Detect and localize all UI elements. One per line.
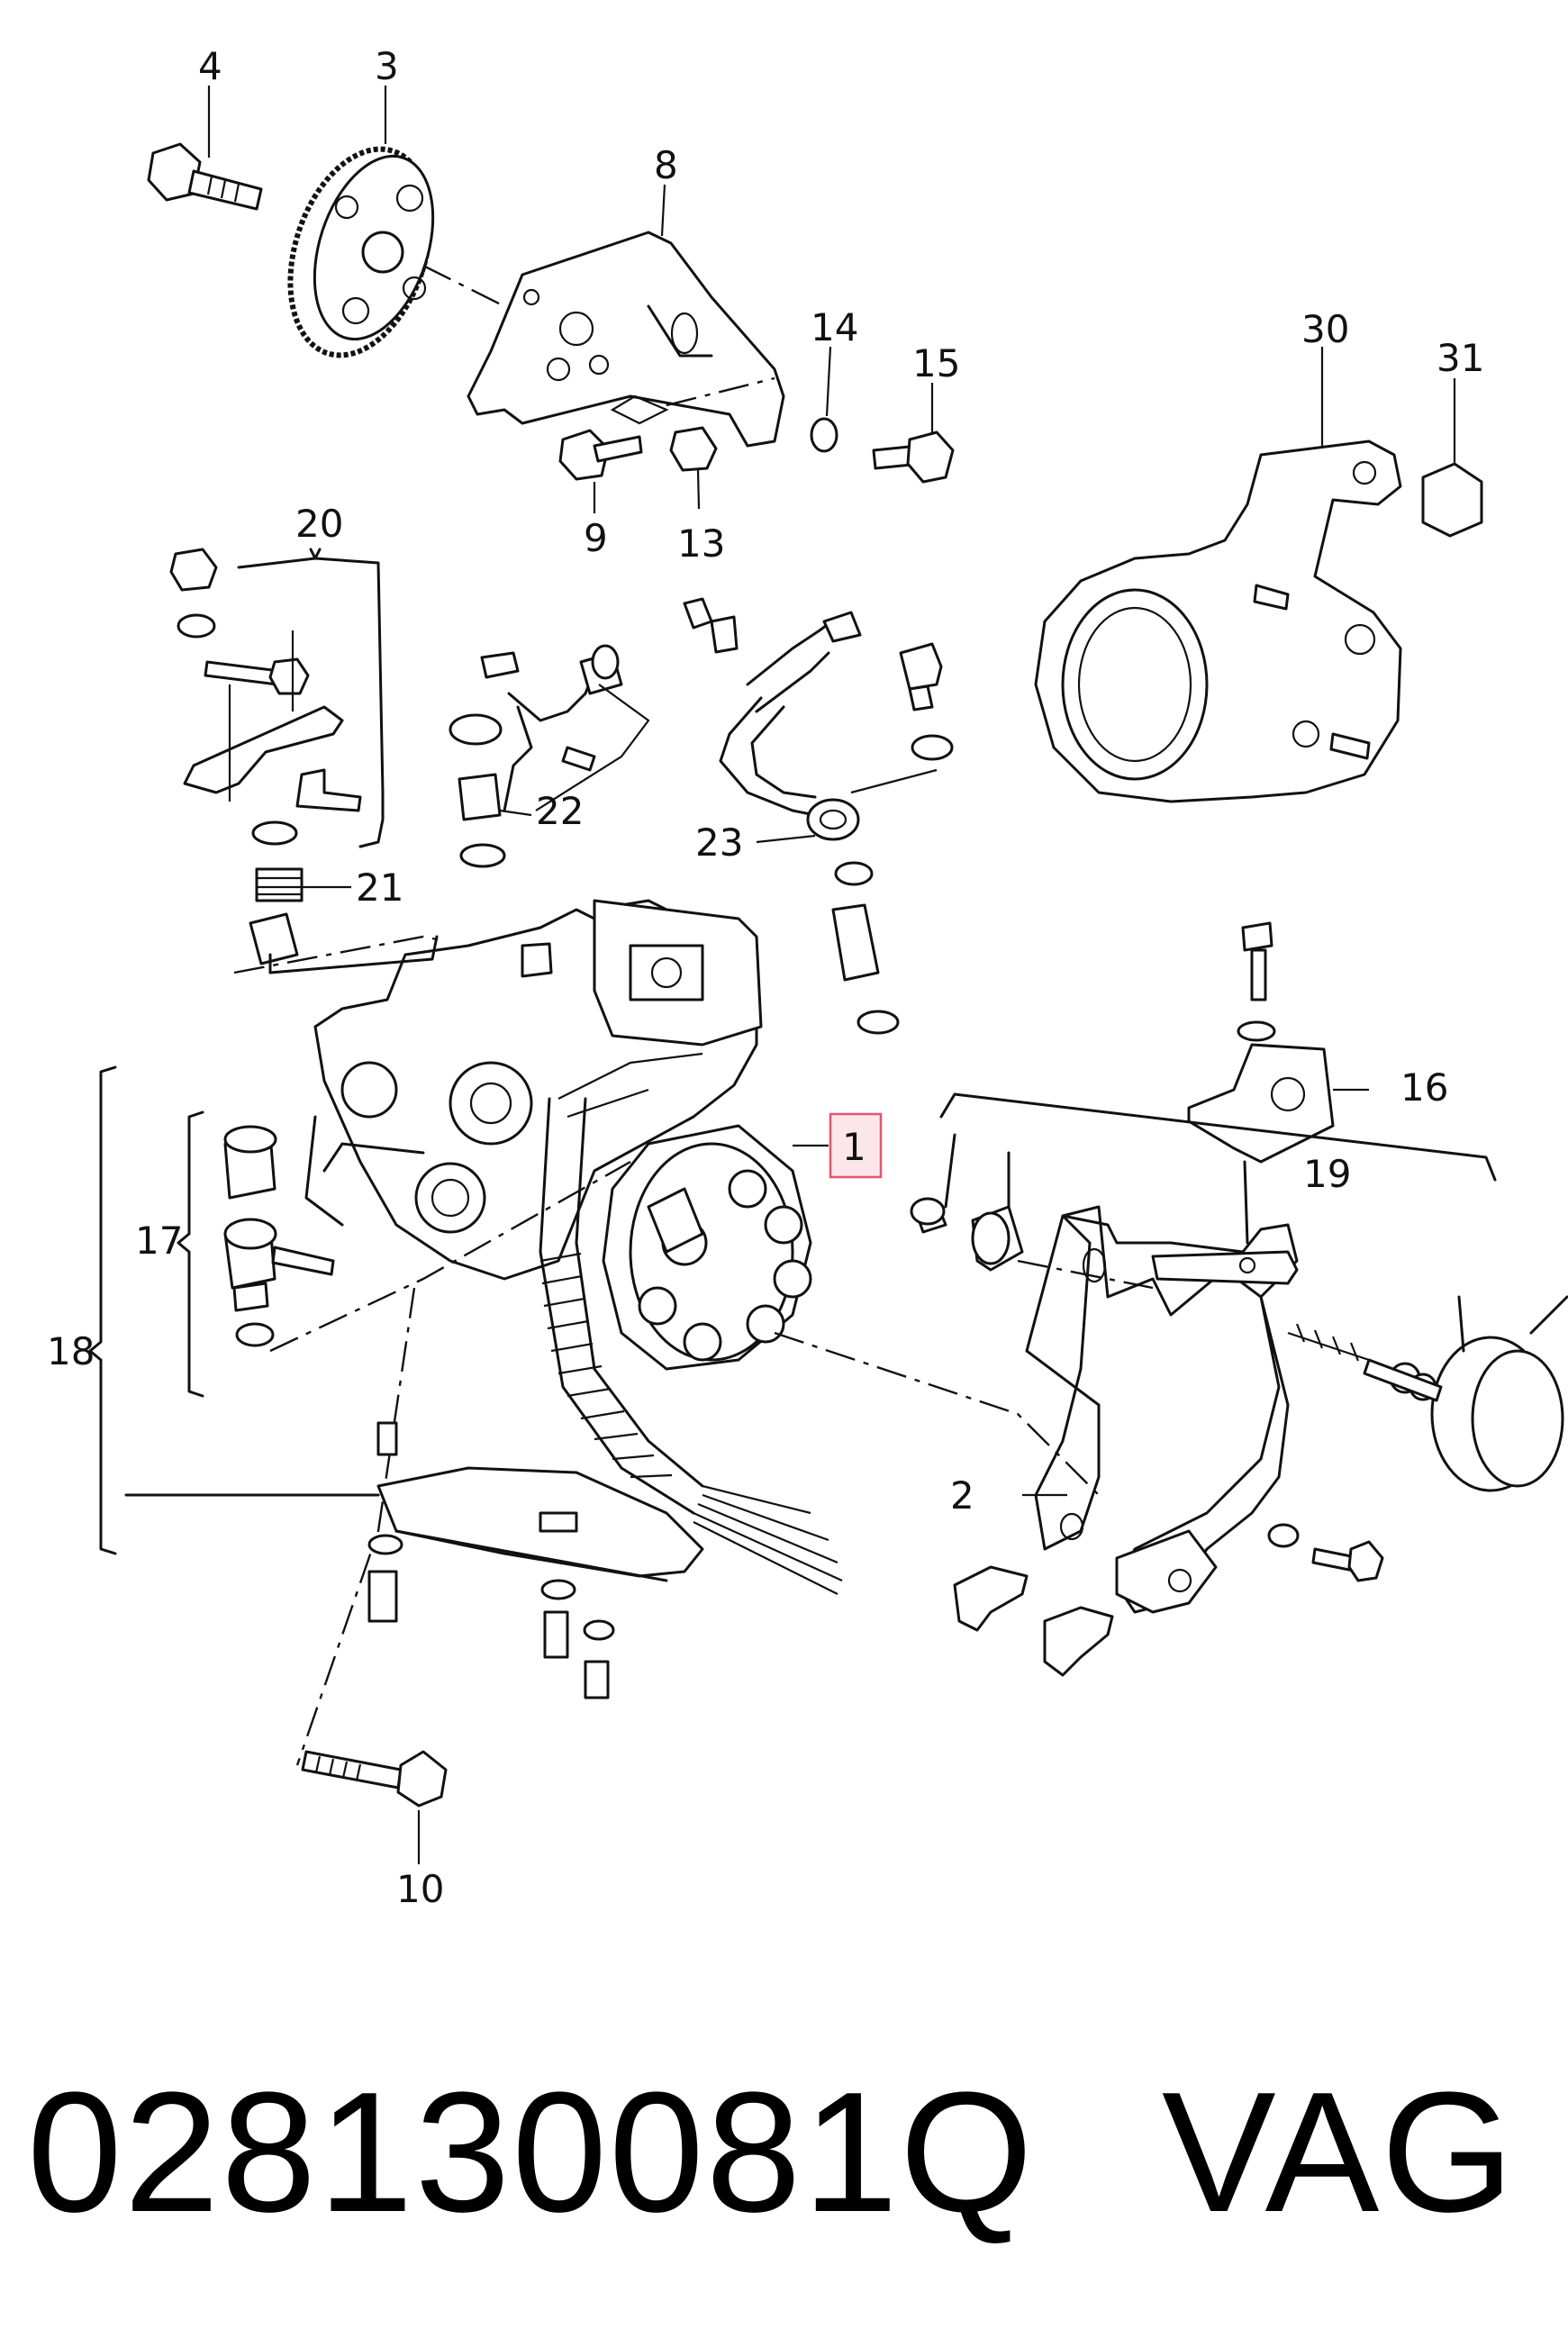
label-23: 23: [695, 820, 743, 865]
label-18: 18: [47, 1329, 95, 1373]
brand-name: VAG: [1162, 2057, 1516, 2248]
label-30: 30: [1301, 307, 1349, 351]
rear-plate-part-30: [1034, 439, 1402, 803]
label-13: 13: [677, 521, 725, 566]
label-20: 20: [295, 502, 343, 546]
label-8: 8: [654, 143, 678, 187]
bolt-part-15: [872, 430, 955, 484]
leader-23: [756, 834, 816, 844]
bracket-part-19: [1025, 1205, 1299, 1614]
bracket-brace-17: [177, 1110, 204, 1398]
leader-22: [499, 809, 532, 817]
label-16: 16: [1400, 1065, 1448, 1110]
injection-pump-part-1: [304, 899, 812, 1371]
lever-assembly-part-20: [169, 548, 362, 965]
label-1[interactable]: 1: [842, 1125, 866, 1169]
label-2: 2: [950, 1473, 974, 1518]
label-3: 3: [375, 44, 399, 88]
bracket-part-8: [467, 231, 785, 448]
label-19: 19: [1303, 1152, 1351, 1196]
leader-20: [309, 548, 322, 560]
label-15: 15: [912, 341, 960, 385]
label-22: 22: [536, 789, 584, 833]
bolt-part-4: [147, 142, 263, 211]
label-21: 21: [356, 865, 403, 910]
lower-plate: [367, 1421, 704, 1699]
part-number: 028130081Q: [27, 2057, 1035, 2248]
label-14: 14: [811, 305, 858, 349]
bracket-brace-18: [88, 1065, 117, 1555]
leader-14: [825, 346, 832, 417]
leader-19: [939, 1092, 1497, 1182]
washer-part-14: [810, 417, 838, 453]
label-9: 9: [584, 516, 608, 560]
fuel-line-part-22: [449, 644, 623, 868]
nut-part-31: [1421, 462, 1483, 538]
leader-16-down: [1243, 1160, 1249, 1245]
long-bolt-part-10: [301, 1750, 448, 1808]
leader-22b: [535, 684, 650, 811]
leader-13: [696, 469, 701, 510]
nut-part-13: [669, 426, 718, 472]
label-4: 4: [198, 44, 222, 88]
label-10: 10: [396, 1867, 444, 1911]
bracket-part-21-leader: [268, 935, 439, 974]
label-31: 31: [1437, 336, 1484, 380]
leader-8: [660, 184, 666, 237]
return-line-part-23: [683, 597, 954, 1035]
sensor-part-17: [223, 1125, 335, 1347]
clip-parts: [910, 1133, 1384, 1677]
actuator-diaphragm: [1287, 1295, 1568, 1492]
highlight-box-1: [829, 1112, 883, 1179]
label-17: 17: [135, 1219, 183, 1263]
wiring-harness: [539, 1052, 843, 1595]
bracket-part-16: [1187, 921, 1335, 1164]
timing-gear-part-3: [287, 146, 435, 358]
bolt-part-9: [558, 429, 643, 481]
